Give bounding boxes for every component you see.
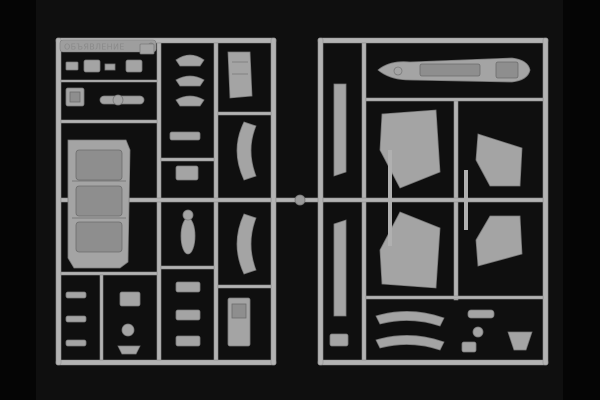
right-frame-left-bar	[317, 37, 324, 366]
part-a5	[139, 43, 155, 55]
right-frame-right-bar	[542, 37, 549, 366]
strut-part-1	[375, 311, 445, 327]
right-top-fuselage	[377, 57, 531, 83]
handle-part-1	[175, 54, 205, 67]
left-sprue-frame	[55, 37, 277, 366]
fuselage-tail	[495, 61, 519, 79]
part-b4	[119, 291, 141, 307]
bracket-part-3	[175, 335, 201, 347]
left-frame-middle-runner	[60, 197, 272, 203]
wing-gate-rod	[388, 150, 392, 246]
connector-knob	[294, 194, 306, 206]
bulkhead-panel-1	[75, 149, 123, 181]
strip-part-1	[333, 83, 347, 177]
right-shadow	[563, 0, 600, 400]
fin-gate-rod	[464, 170, 468, 230]
handle-part-2	[175, 75, 205, 87]
left-large-frame-part	[67, 139, 131, 269]
part-b2	[65, 315, 87, 323]
part-a3	[104, 63, 116, 71]
right-frame-middle-runner	[322, 197, 544, 203]
left-frame-right-bar	[270, 37, 277, 366]
bracket-part-2	[175, 309, 201, 321]
fin-panel-upper	[475, 133, 523, 187]
right-left-column-parts	[329, 83, 349, 347]
fuselage-cockpit	[419, 63, 481, 77]
bulkhead-panel-3	[75, 221, 123, 253]
seat-cushion	[69, 91, 81, 103]
part-d3	[507, 331, 533, 351]
figure-part	[180, 217, 196, 255]
bar-part	[169, 131, 201, 141]
fin-panel-lower	[475, 215, 523, 267]
bracket-part-1	[175, 281, 201, 293]
left-shadow	[0, 0, 36, 400]
handle-part-3	[175, 95, 205, 107]
panel-part-1	[227, 51, 253, 99]
part-b5	[121, 323, 135, 337]
right-frame-top-bar	[317, 37, 549, 44]
left-frame-lower-divider	[99, 274, 104, 361]
part-a4	[125, 59, 143, 73]
strut-part-2	[375, 335, 445, 351]
bulkhead-panel-2	[75, 185, 123, 217]
sprue-label-text: ОБЪЯВЛЕНИЕ	[64, 43, 125, 52]
left-upper-small-parts	[65, 43, 155, 107]
panel-2-inset	[231, 303, 247, 319]
part-b6	[117, 345, 141, 355]
part-d4	[461, 341, 477, 353]
label-plate	[59, 39, 157, 53]
part-a2	[83, 59, 101, 73]
left-frame-cross-6	[217, 284, 272, 289]
left-frame-cross-1	[60, 119, 158, 124]
left-lower-small-parts	[65, 291, 141, 355]
strip-part-2	[333, 219, 347, 317]
fuselage-nose	[393, 66, 403, 76]
right-sprue-frame	[317, 37, 549, 366]
part-a1	[65, 61, 79, 71]
left-frame-cross-3	[60, 271, 158, 276]
left-frame-cross-4	[160, 265, 215, 270]
left-middle-column-parts	[169, 54, 205, 347]
wing-panel-upper	[379, 109, 441, 189]
right-frame-cross-2	[365, 295, 544, 300]
part-b3	[65, 339, 87, 347]
part-b1	[65, 291, 87, 299]
left-frame-bottom-bar	[55, 359, 277, 366]
curved-part-1	[236, 121, 257, 181]
left-frame-cross-2	[160, 157, 215, 162]
curved-part-2	[236, 213, 257, 275]
part-c1	[329, 333, 349, 347]
left-right-column-parts	[227, 51, 257, 347]
figure-head	[182, 209, 194, 221]
left-frame-cross-5	[217, 111, 272, 116]
left-frame-cross-7	[60, 79, 158, 83]
part-d1	[467, 309, 495, 319]
part-d2	[472, 326, 484, 338]
right-lower-parts	[375, 309, 533, 353]
wing-panel-lower	[379, 211, 441, 289]
rod-knob	[112, 94, 124, 106]
right-frame-cross-1	[365, 97, 544, 102]
right-wing-panels	[379, 109, 523, 289]
left-frame-left-bar	[55, 37, 62, 366]
box-part	[175, 165, 199, 181]
right-frame-bottom-bar	[317, 359, 549, 366]
